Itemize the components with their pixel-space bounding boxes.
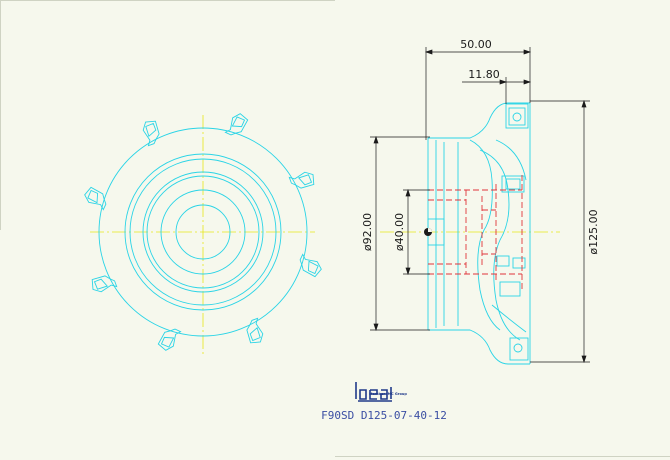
brand-logo: Member IMC Group bbox=[355, 382, 407, 402]
side-view bbox=[380, 102, 560, 365]
dim-bore-diameter: ø40.00 bbox=[393, 213, 406, 251]
front-outline bbox=[84, 113, 322, 351]
side-outline bbox=[427, 102, 531, 365]
logo-tagline: Member IMC Group bbox=[369, 392, 407, 396]
part-number: F90SD D125-07-40-12 bbox=[321, 409, 447, 422]
dim-overall-length: 50.00 bbox=[460, 38, 492, 51]
front-view bbox=[84, 113, 322, 355]
dim-insert-offset: 11.80 bbox=[468, 68, 500, 81]
dim-cutter-diameter: ø125.00 bbox=[587, 209, 600, 254]
dimension-lines bbox=[370, 47, 590, 364]
side-hidden-lines bbox=[428, 175, 523, 290]
front-centerlines bbox=[90, 115, 315, 355]
dim-hub-diameter: ø92.00 bbox=[361, 213, 374, 251]
